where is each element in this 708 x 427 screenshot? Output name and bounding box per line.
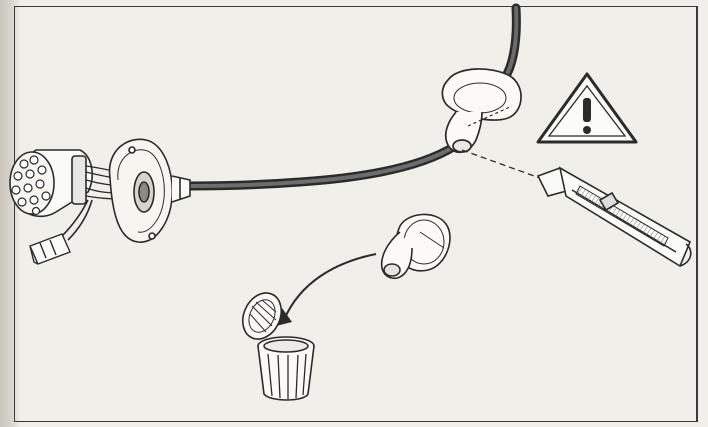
- grommet-on-cable: [442, 69, 521, 152]
- utility-knife-icon: [538, 168, 691, 266]
- trash-bin-icon: [236, 287, 314, 400]
- small-connector: [30, 234, 70, 264]
- removed-grommet: [382, 214, 450, 278]
- discard-arrow: [276, 254, 376, 326]
- warning-icon: [538, 74, 636, 142]
- connector-plug: [10, 150, 92, 216]
- mounting-flange: [110, 139, 190, 242]
